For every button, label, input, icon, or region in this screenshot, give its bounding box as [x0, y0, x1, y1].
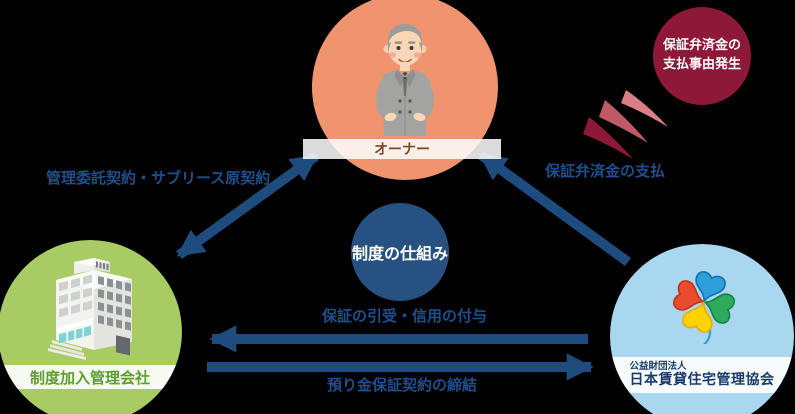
edge-label-guarantee-credit: 保証の引受・信用の付与: [322, 307, 488, 325]
association-label-band: 公益財団法人 日本賃貸住宅管理協会: [610, 357, 794, 393]
owner-label-band: オーナー: [303, 139, 501, 159]
diagram-title-badge: 制度の仕組み: [351, 203, 449, 301]
trigger-event-node: 保証弁済金の 支払事由発生: [653, 7, 751, 105]
office-building-illustration: [48, 258, 132, 360]
company-label: 制度加入管理会社: [29, 368, 150, 387]
company-node: 制度加入管理会社: [0, 240, 182, 414]
trigger-event-line1: 保証弁済金の: [662, 38, 741, 54]
edge-label-compensation-payment: 保証弁済金の支払: [545, 162, 666, 180]
association-label: 日本賃貸住宅管理協会: [629, 372, 775, 389]
four-leaf-clover-logo: [672, 270, 736, 344]
edge-label-management-contract: 管理委託契約・サブリース原契約: [46, 169, 271, 187]
flash-marks-icon: [583, 90, 668, 159]
businessman-illustration: [376, 24, 434, 136]
diagram-title: 制度の仕組み: [351, 244, 448, 263]
owner-label: オーナー: [374, 142, 430, 158]
company-label-band: 制度加入管理会社: [0, 365, 182, 389]
edge-label-deposit-contract: 預り金保証契約の締結: [327, 376, 478, 394]
association-node: 公益財団法人 日本賃貸住宅管理協会: [610, 244, 794, 414]
trigger-event-line2: 支払事由発生: [662, 57, 741, 72]
association-org-type: 公益財団法人: [629, 360, 687, 372]
